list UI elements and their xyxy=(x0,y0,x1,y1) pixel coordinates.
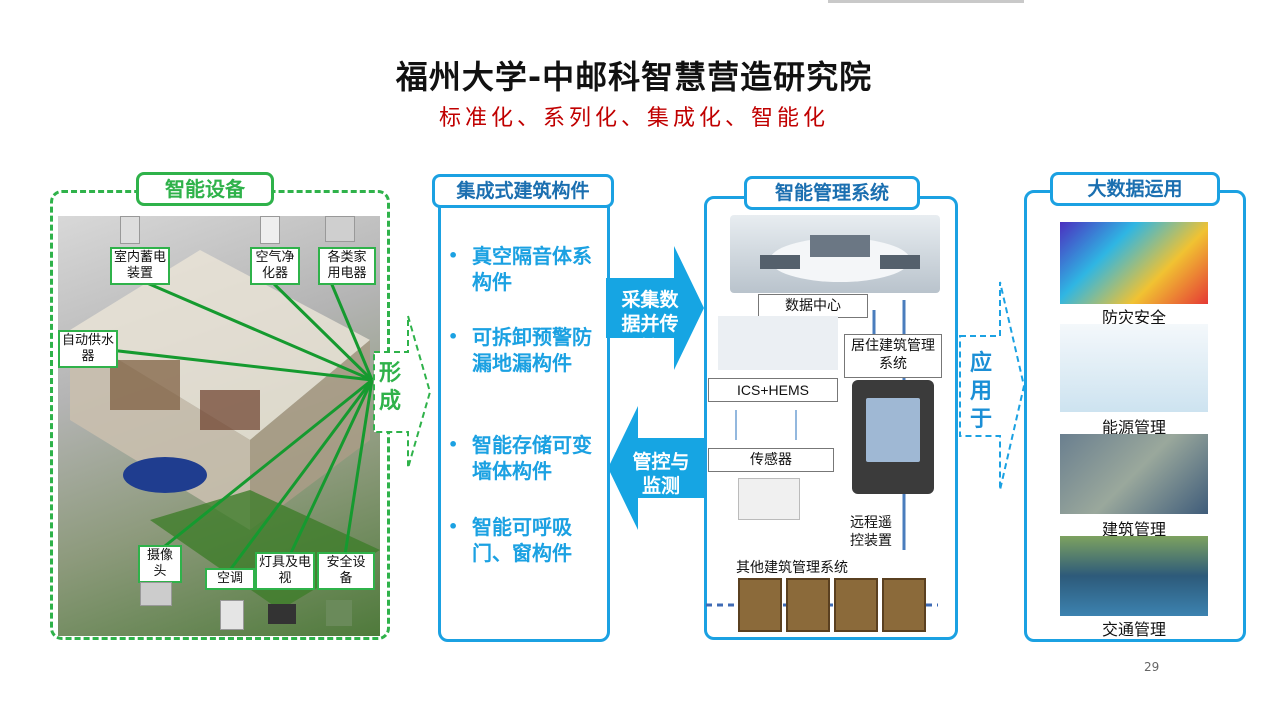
router-device xyxy=(738,478,800,520)
device-thumb-phone xyxy=(325,216,355,242)
device-thumb-tv xyxy=(268,604,296,624)
bullet-dot: • xyxy=(448,517,459,536)
caption-disaster: 防灾安全 xyxy=(1101,308,1166,327)
component-text-3: 智能存储可变墙体构件 xyxy=(472,433,592,483)
bullet-dot: • xyxy=(448,246,459,265)
component-item-1: • 真空隔音体系构件 xyxy=(448,243,594,295)
smart-devices-label: 智能设备 xyxy=(136,172,274,206)
form-arrow xyxy=(373,315,432,469)
apply-arrow xyxy=(959,281,1026,491)
page-number: 29 xyxy=(1144,660,1160,674)
page-title: 福州大学-中邮科智慧营造研究院 xyxy=(395,58,873,96)
callout-air-purifier: 空气净化器 xyxy=(250,247,300,285)
device-thumb-storage xyxy=(120,216,140,244)
bigdata-image-disaster xyxy=(1060,222,1208,304)
component-text-2: 可拆卸预警防漏地漏构件 xyxy=(472,325,592,375)
apply-text: 应用于 xyxy=(969,351,992,432)
ics-hems-box: ICS+HEMS xyxy=(708,378,838,402)
control-arrow xyxy=(608,406,706,530)
control-label: 管控与监测 xyxy=(632,451,690,497)
device-thumb-purifier xyxy=(260,216,280,244)
callout-ac: 空调 xyxy=(205,568,255,590)
callout-safety: 安全设备 xyxy=(317,552,375,590)
big-data-cloud-drawing xyxy=(760,235,920,282)
component-item-4: • 智能可呼吸门、窗构件 xyxy=(448,514,594,566)
component-item-3: • 智能存储可变墙体构件 xyxy=(448,432,594,484)
caption-energy: 能源管理 xyxy=(1101,418,1166,437)
panel-device-3 xyxy=(834,578,878,632)
collect-label: 采集数据并传输 xyxy=(621,289,679,359)
control-panel-screen xyxy=(866,398,920,462)
control-arrow-text: 管控与监测 xyxy=(630,450,692,498)
remote-text: 远程遥控装置 xyxy=(850,515,892,549)
bigdata-image-energy xyxy=(1060,324,1208,412)
component-text-4: 智能可呼吸门、窗构件 xyxy=(472,515,572,565)
device-thumb-safety xyxy=(326,600,352,626)
callout-camera: 摄像头 xyxy=(138,545,182,583)
collect-arrow-text: 采集数据并传输 xyxy=(614,288,686,360)
component-item-2: • 可拆卸预警防漏地漏构件 xyxy=(448,324,594,376)
other-systems-label: 其他建筑管理系统 xyxy=(736,560,848,576)
form-arrow-label: 形成 xyxy=(376,360,404,416)
devices-strip xyxy=(718,316,838,370)
bigdata-image-traffic xyxy=(1060,536,1208,616)
form-text: 形成 xyxy=(378,361,401,414)
residential-system-box: 居住建筑管理系统 xyxy=(844,334,942,378)
device-thumb-camera xyxy=(140,582,172,606)
device-thumb-ac-panel xyxy=(220,600,244,630)
page-subtitle: 标准化、系列化、集成化、智能化 xyxy=(438,106,829,131)
management-label: 智能管理系统 xyxy=(744,176,920,210)
bigdata-image-building xyxy=(1060,434,1208,514)
callout-water-supply: 自动供水器 xyxy=(58,330,118,368)
bullet-dot: • xyxy=(448,327,459,346)
component-text-1: 真空隔音体系构件 xyxy=(472,244,592,294)
panel-device-1 xyxy=(738,578,782,632)
caption-building: 建筑管理 xyxy=(1101,520,1166,539)
sensor-box: 传感器 xyxy=(708,448,834,472)
callout-appliances: 各类家用电器 xyxy=(318,247,376,285)
components-label: 集成式建筑构件 xyxy=(432,174,614,208)
bullet-dot: • xyxy=(448,435,459,454)
callout-storage: 室内蓄电装置 xyxy=(110,247,170,285)
remote-label: 远程遥控装置 xyxy=(850,514,900,550)
panel-device-2 xyxy=(786,578,830,632)
caption-traffic: 交通管理 xyxy=(1101,620,1166,639)
collect-arrow xyxy=(606,246,704,370)
apply-arrow-label: 应用于 xyxy=(968,350,994,434)
bigdata-label: 大数据运用 xyxy=(1050,172,1220,206)
callout-lights-tv: 灯具及电视 xyxy=(255,552,315,590)
top-decor-bar xyxy=(828,0,1024,3)
panel-device-4 xyxy=(882,578,926,632)
